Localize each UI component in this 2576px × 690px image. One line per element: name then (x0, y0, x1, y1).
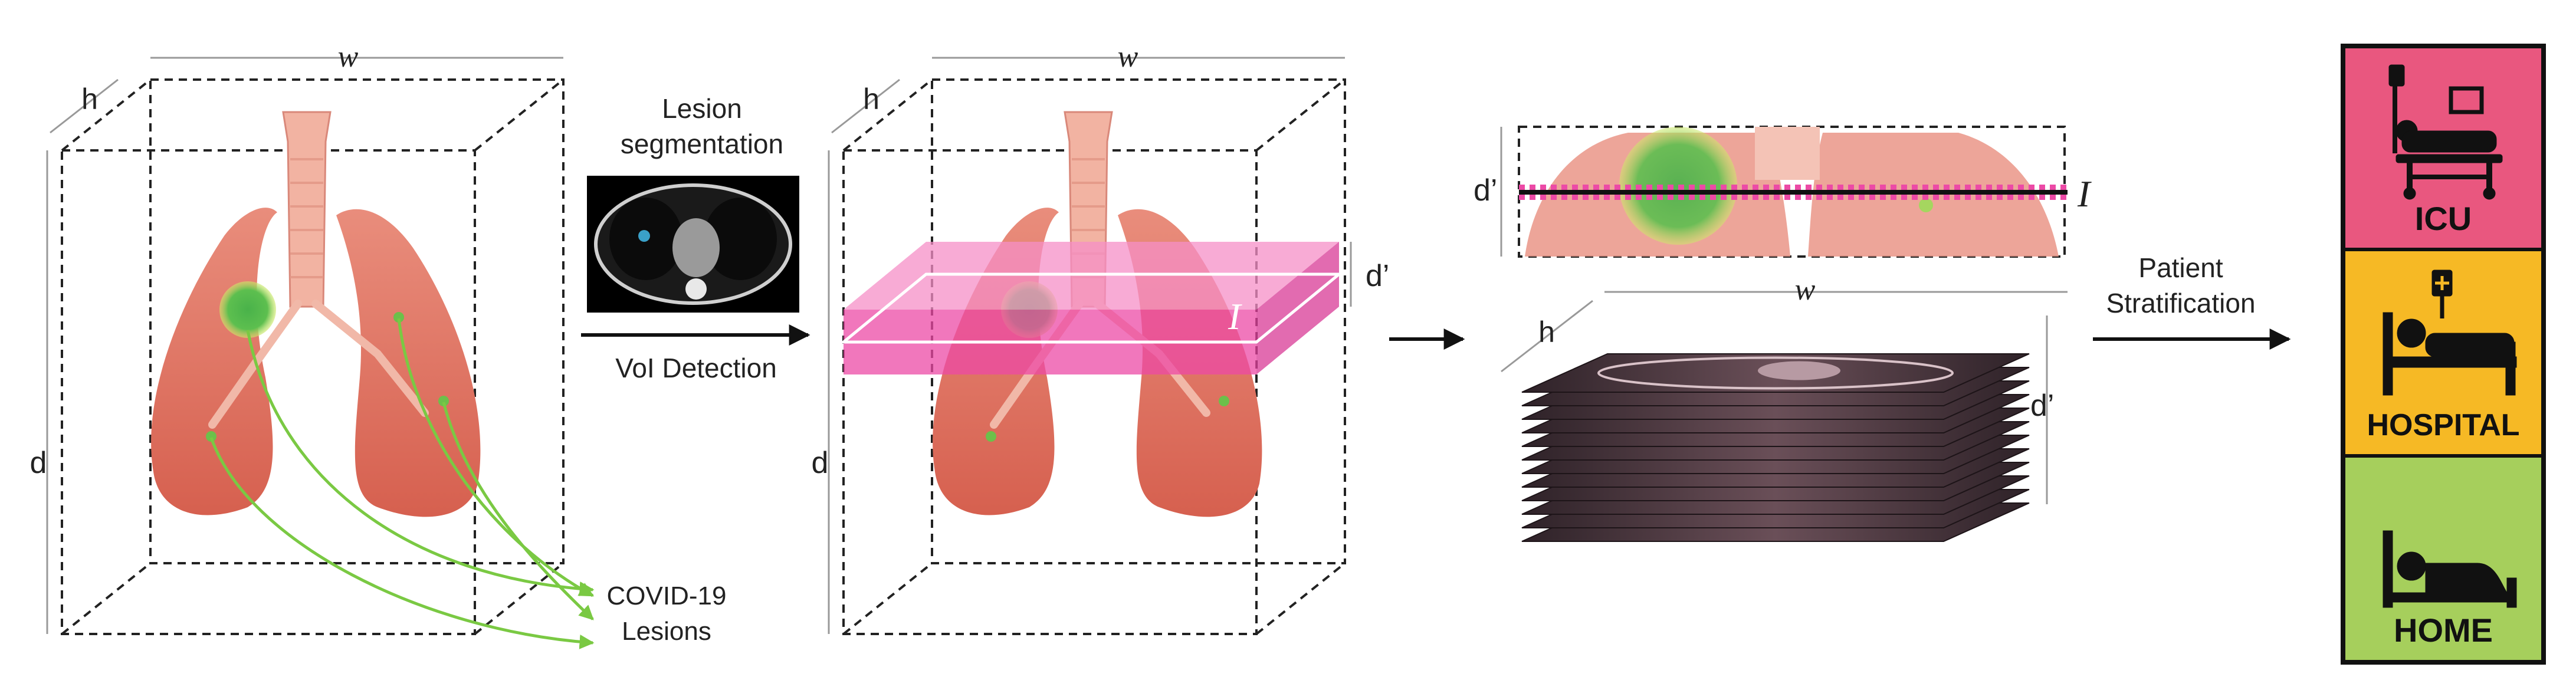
height-guide-3 (1501, 300, 1593, 373)
dim-w-1: w (338, 40, 359, 74)
panel-1-volume: w h d (30, 40, 727, 649)
height-guide-1 (50, 78, 119, 134)
lesion-arrows (209, 318, 595, 649)
outcome-home-box (2343, 456, 2544, 662)
ct-scan-thumbnail (587, 176, 799, 313)
dim-w-3: w (1795, 273, 1816, 307)
ct-slice-body-outline (1597, 356, 1954, 390)
covid-lesions-label-line2: Lesions (622, 617, 711, 646)
lungs-illustration-1 (151, 111, 481, 517)
outcome-label-home: HOME (2394, 612, 2493, 649)
outcome-panel: ICU HOSPITAL HOME (2341, 44, 2546, 665)
ct-slice-stack (1521, 353, 2030, 542)
height-guide-2 (831, 78, 900, 134)
voi-slab (839, 242, 1343, 374)
lesion-large-1 (219, 281, 276, 338)
outcome-label-hospital: HOSPITAL (2367, 408, 2519, 442)
volume-box-1 (61, 78, 565, 635)
dim-d-1: d (30, 446, 47, 480)
stratification-label-line2: Stratification (2106, 288, 2255, 318)
segmentation-label-line1: Lesion (662, 93, 742, 124)
hospital-bed-icon (2383, 270, 2517, 396)
dim-dprime-3: d’ (2030, 389, 2054, 423)
step-1-segmentation: Lesion segmentation VoI Detection (581, 93, 810, 383)
dim-dprime-2: d’ (1366, 259, 1389, 293)
step-2-stratification: Patient Stratification (2093, 252, 2291, 350)
dim-d-2: d (812, 446, 829, 480)
voi-detection-label: VoI Detection (615, 353, 777, 383)
slab-slice-label: I (1228, 295, 1242, 337)
dim-h-3: h (1538, 316, 1555, 349)
icu-bed-icon (2388, 64, 2503, 200)
dim-dprime-top: d’ (1474, 173, 1497, 208)
covid-lesions-label-line1: COVID-19 (607, 581, 727, 610)
slab-closeup (1518, 126, 2068, 258)
home-bed-icon (2383, 530, 2517, 608)
slice-label: I (2077, 173, 2092, 215)
dim-h-2: h (863, 83, 880, 116)
panel-3-output: d’ I w h d’ (1474, 126, 2092, 542)
segmentation-label-line2: segmentation (621, 129, 783, 159)
ct-slice-heart (1758, 361, 1840, 380)
panel-2-volume: w h d I d’ (812, 40, 1389, 635)
outcome-label-icu: ICU (2415, 200, 2472, 237)
dim-h-1: h (81, 83, 98, 116)
dim-w-2: w (1118, 40, 1138, 74)
stratification-label-line1: Patient (2138, 252, 2223, 283)
